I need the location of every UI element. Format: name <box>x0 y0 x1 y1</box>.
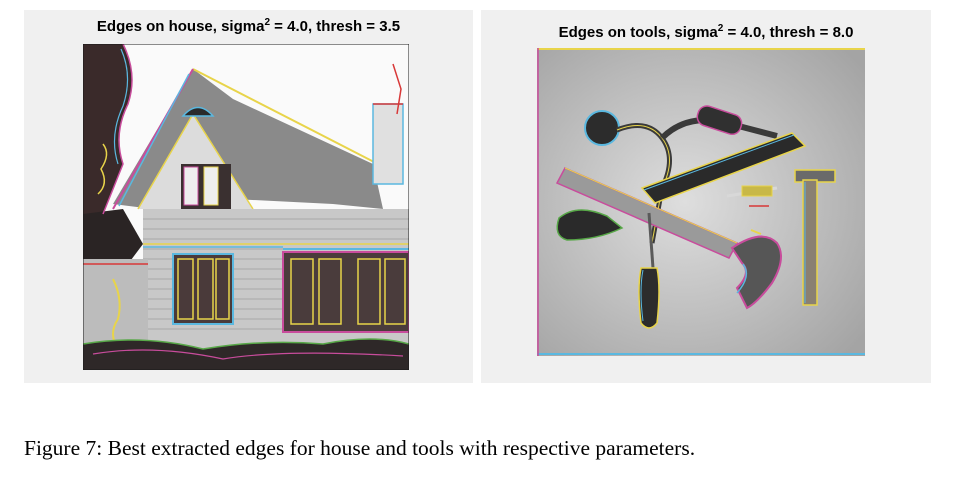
house-figure-title: Edges on house, sigma2 = 4.0, thresh = 3… <box>96 17 401 36</box>
house-edge-image <box>83 44 409 370</box>
tools-figure-title: Edges on tools, sigma2 = 4.0, thresh = 8… <box>558 23 854 42</box>
house-figure-panel: Edges on house, sigma2 = 4.0, thresh = 3… <box>24 10 473 383</box>
figure-caption: Figure 7: Best extracted edges for house… <box>24 436 696 460</box>
tools-edge-image <box>537 48 865 356</box>
tools-figure-panel: Edges on tools, sigma2 = 4.0, thresh = 8… <box>481 10 931 383</box>
